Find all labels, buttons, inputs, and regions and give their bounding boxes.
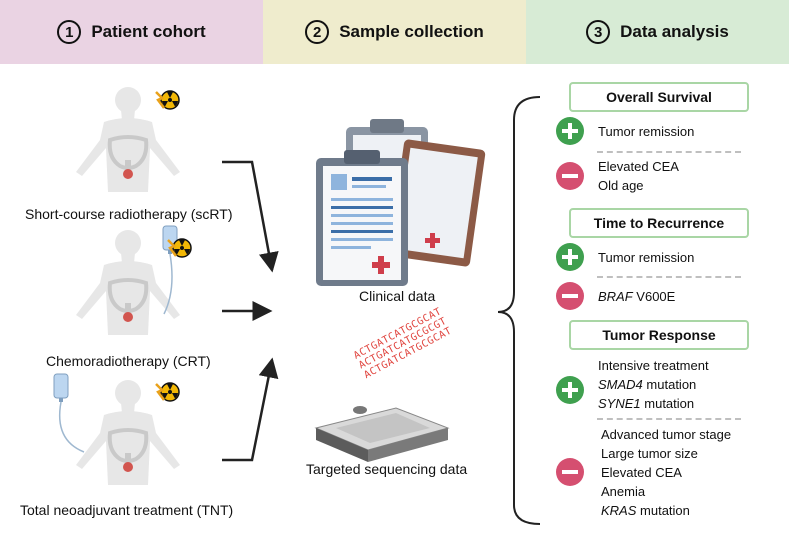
variant-text: mutation [644,396,695,411]
divider [597,276,741,278]
clinical-data-label: Clinical data [359,288,436,304]
iv-bag-icon [53,373,85,453]
tumor-response-box: Tumor Response [569,320,749,350]
step-number: 1 [57,20,82,44]
iv-bag-icon [162,225,178,315]
divider [597,418,741,420]
overall-survival-title: Overall Survival [606,89,712,105]
overall-survival-box: Overall Survival [569,82,749,112]
tumor-response-title: Tumor Response [602,327,716,343]
positive-icon [556,376,584,404]
divider [597,151,741,153]
negative-icon [556,162,584,190]
arrow-scrt [222,160,279,273]
negative-icon [556,282,584,310]
step-number: 3 [586,20,611,44]
cohort-label-crt: Chemoradiotherapy (CRT) [46,353,211,369]
header-label: Patient cohort [91,22,206,41]
factor-item: Large tumor size [601,446,698,461]
header-sample-collection: 2 Sample collection [263,0,526,64]
step-number: 2 [305,20,330,44]
arrow-tnt [222,357,279,462]
factor-item: Elevated CEA [601,465,682,480]
gene-name: KRAS [601,503,637,518]
sequencer-icon [314,406,450,462]
factor-item: SMAD4 mutation [598,377,696,392]
time-to-recurrence-title: Time to Recurrence [593,215,725,231]
factor-item: Tumor remission [598,124,695,139]
gene-name: SYNE1 [598,396,641,411]
cohort-label-scrt: Short-course radiotherapy (scRT) [25,206,233,222]
gene-name: SMAD4 [598,377,643,392]
variant-text: V600E [636,289,676,304]
positive-icon [556,243,584,271]
factor-item: Elevated CEA [598,159,679,174]
gene-name: BRAF [598,289,633,304]
header-label: Data analysis [620,22,729,41]
header-data-analysis: 3 Data analysis [526,0,789,64]
positive-icon [556,117,584,145]
factor-item: BRAF V600E [598,289,675,304]
variant-text: mutation [640,503,690,518]
time-to-recurrence-box: Time to Recurrence [569,208,749,238]
negative-icon [556,458,584,486]
factor-item: KRAS mutation [601,503,690,518]
clipboard-icon [316,119,486,286]
cohort-label-tnt: Total neoadjuvant treatment (TNT) [20,502,234,518]
factor-item: Advanced tumor stage [601,427,732,442]
factor-item: Tumor remission [598,250,695,265]
header-label: Sample collection [339,22,484,41]
variant-text: mutation [646,377,697,392]
header-patient-cohort: 1 Patient cohort [0,0,263,64]
factor-item: Intensive treatment [598,358,709,373]
sequencing-data-label: Targeted sequencing data [306,461,468,477]
factor-item: SYNE1 mutation [598,396,694,411]
factor-item: Anemia [601,484,646,499]
factor-item: Old age [598,178,644,193]
